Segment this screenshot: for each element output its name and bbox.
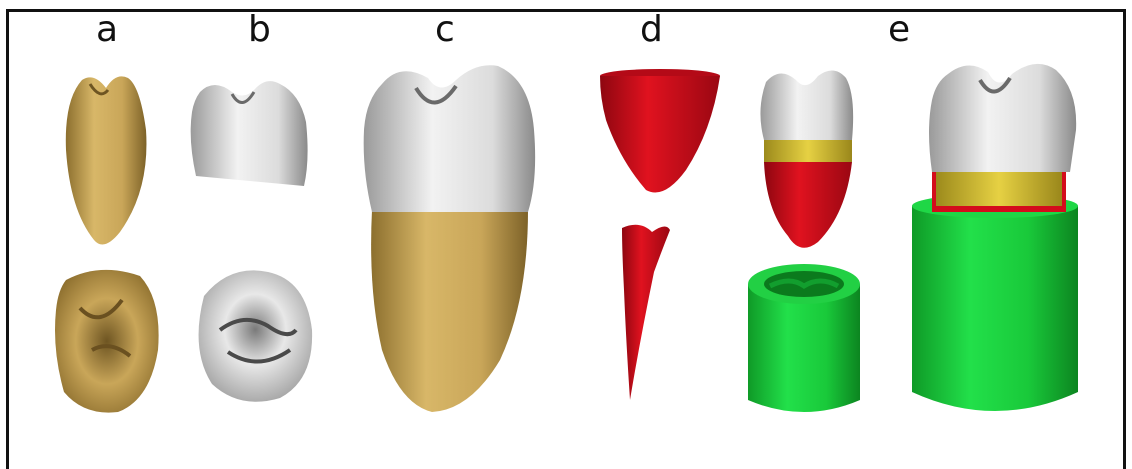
panel-d-pulp-crown	[600, 69, 720, 193]
panel-a-dentin-top-view	[55, 270, 159, 413]
panel-d-holder-cylinder	[748, 264, 860, 412]
panel-e-mounted-tooth	[912, 64, 1078, 411]
panel-d-crown-with-cement	[760, 70, 853, 247]
panel-b-enamel-side-view	[191, 81, 308, 186]
panel-c-full-tooth	[364, 65, 535, 412]
panel-a-dentin-side-view	[66, 76, 147, 244]
panel-b-enamel-top-view	[199, 270, 313, 401]
panel-d-pulp-root-canal	[622, 225, 670, 400]
